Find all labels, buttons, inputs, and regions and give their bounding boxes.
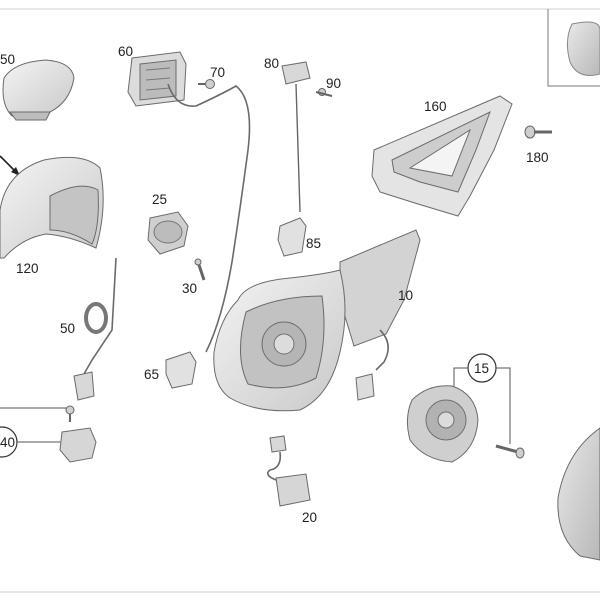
- callout-65: 65: [144, 367, 159, 382]
- arrow-indicator: [0, 155, 20, 176]
- part-actuator-15: [406, 385, 479, 463]
- part-screw-180: [524, 125, 552, 139]
- callout-160: 160: [424, 99, 447, 114]
- callout-90: 90: [326, 76, 341, 91]
- callout-85: 85: [306, 236, 321, 251]
- part-plug-65: [165, 351, 197, 389]
- callout-40: 40: [0, 435, 15, 450]
- callout-70: 70: [210, 65, 225, 80]
- part-mirror-base-10: [213, 229, 421, 412]
- inset-detail-box: [547, 9, 600, 87]
- part-mirror-housing: [0, 156, 104, 259]
- part-light-50: [73, 257, 117, 401]
- callout-180: 180: [526, 150, 549, 165]
- callout-60: 60: [118, 44, 133, 59]
- part-screw-70: [198, 79, 215, 89]
- callout-80: 80: [264, 56, 279, 71]
- part-harness-20: [266, 435, 311, 507]
- part-motor-25: [147, 211, 189, 255]
- callout-50: 50: [60, 321, 75, 336]
- callout-20: 20: [302, 510, 317, 525]
- part-screw-30: [194, 258, 206, 281]
- callout-10: 10: [398, 288, 413, 303]
- leader-line-15a: [453, 367, 468, 388]
- part-mirror-glass: [557, 427, 600, 561]
- part-mirror-cap: [2, 59, 75, 121]
- callout-30: 30: [182, 281, 197, 296]
- part-screw-left: [65, 405, 75, 422]
- part-screw-90: [315, 88, 333, 97]
- callout-15: 15: [474, 361, 489, 376]
- part-antenna-80: [281, 61, 311, 213]
- callout-25: 25: [152, 192, 167, 207]
- cable-harness: [167, 83, 251, 353]
- part-plug-85: [277, 217, 307, 257]
- callout-120: 120: [16, 261, 39, 276]
- callout-150: 50: [0, 52, 15, 67]
- part-bracket-160: [371, 95, 513, 217]
- leader-line-15b: [496, 367, 511, 444]
- part-clip-40: [59, 427, 97, 463]
- part-control-module: [127, 51, 187, 107]
- part-screw-15: [495, 444, 525, 459]
